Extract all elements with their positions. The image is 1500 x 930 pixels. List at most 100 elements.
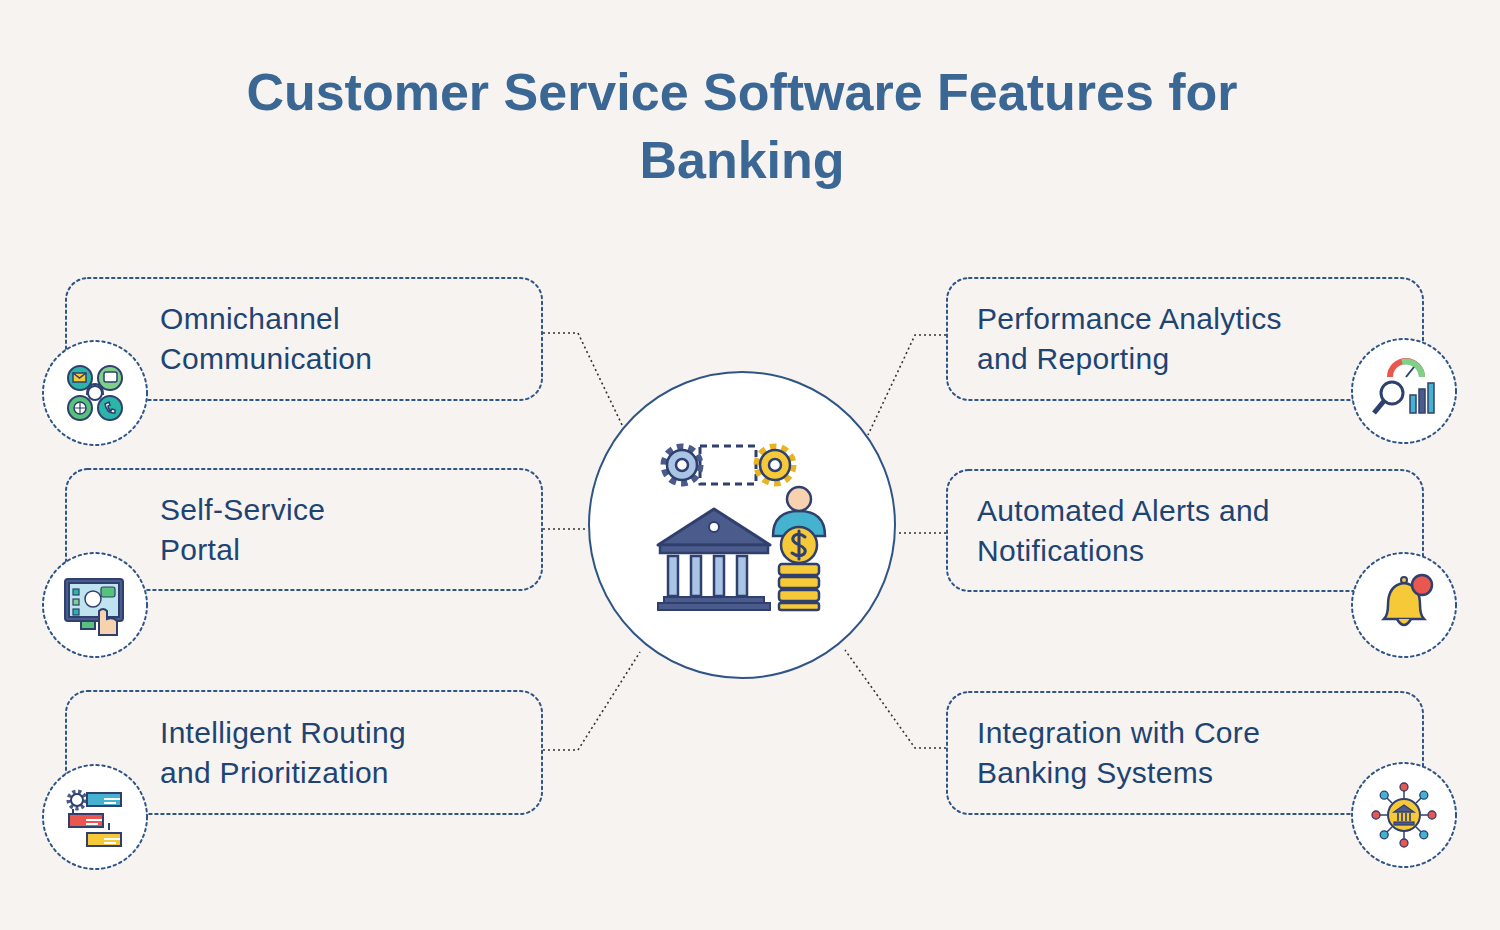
center-illustration <box>589 372 895 678</box>
leader-line <box>543 652 640 750</box>
feature-box: Omnichannel Communication <box>65 277 543 401</box>
icon-part <box>1352 553 1456 657</box>
icon-part <box>73 373 86 378</box>
icon-part <box>69 792 85 808</box>
icon-part <box>73 809 109 830</box>
icon-part <box>1400 783 1408 791</box>
icon-part <box>779 603 819 610</box>
icon-part <box>73 373 86 382</box>
icon-part <box>665 448 699 482</box>
icon-part <box>1428 383 1434 413</box>
leader-line <box>868 335 946 435</box>
icon-part <box>1381 382 1403 404</box>
icon-badge <box>1352 763 1456 867</box>
icon-part <box>74 402 86 414</box>
feature-label: Intelligent Routing and Prioritization <box>160 713 440 793</box>
icon-part <box>87 384 103 395</box>
icon-part <box>714 556 724 596</box>
icon-part <box>85 591 101 607</box>
leader-line <box>896 532 946 534</box>
icon-part <box>760 450 790 480</box>
box-outline <box>947 470 1423 591</box>
icon-part <box>660 545 768 553</box>
icon-part <box>65 579 123 621</box>
diagram-title: Customer Service Software Features for B… <box>212 58 1272 194</box>
box-outline <box>947 278 1423 400</box>
icon-part <box>1388 799 1420 831</box>
feature-label: Self-Service Portal <box>160 490 380 570</box>
icon-part <box>779 564 819 575</box>
icon-part <box>1419 389 1425 413</box>
icon-part <box>676 459 688 471</box>
icon-part <box>87 793 121 806</box>
icon-part <box>101 587 115 597</box>
icon-part <box>658 603 770 610</box>
icon-part <box>71 794 83 806</box>
icon-part <box>1372 811 1380 819</box>
icon-part <box>104 372 117 382</box>
icon-part <box>87 833 121 846</box>
icon-part <box>1380 831 1388 839</box>
feature-box: Performance Analytics and Reporting <box>946 277 1424 401</box>
icon-part <box>792 531 805 559</box>
feature-label: Omnichannel Communication <box>160 299 460 379</box>
icon-part <box>1394 822 1414 825</box>
icon-part <box>1420 791 1428 799</box>
icon-part <box>73 599 79 605</box>
icon-badge <box>1352 553 1456 657</box>
icon-part <box>1412 575 1432 595</box>
icon-badge <box>1352 339 1456 443</box>
icon-part <box>1390 361 1422 377</box>
icon-part <box>1398 813 1410 821</box>
icon-part <box>81 621 95 629</box>
leader-lines <box>543 333 946 750</box>
icon-part <box>1400 839 1408 847</box>
icon-badge <box>43 341 147 445</box>
icon-part <box>99 609 117 635</box>
icon-part <box>1380 791 1388 799</box>
icon-part <box>667 450 697 480</box>
icon-part <box>589 372 895 678</box>
icon-part <box>104 799 120 803</box>
icon-part <box>758 448 792 482</box>
icon-part <box>69 814 103 827</box>
icon-part <box>88 386 102 400</box>
icon-part <box>668 556 678 596</box>
box-outline <box>66 469 542 590</box>
feature-label: Integration with Core Banking Systems <box>977 713 1317 793</box>
icon-part <box>1410 395 1416 413</box>
icon-part <box>69 583 119 617</box>
icon-part <box>787 487 811 511</box>
leader-line <box>543 528 588 530</box>
icon-part <box>73 589 79 595</box>
icon-part <box>1397 619 1411 625</box>
icon-part <box>779 577 819 588</box>
icon-part <box>98 396 122 420</box>
icon-part <box>1420 831 1428 839</box>
icon-part <box>1428 811 1436 819</box>
icon-part <box>1352 339 1456 443</box>
icon-part <box>43 341 147 445</box>
icon-part <box>658 509 770 545</box>
icon-part <box>691 556 701 596</box>
feature-box: Intelligent Routing and Prioritization <box>65 690 543 815</box>
icon-part <box>73 609 79 615</box>
icon-part <box>709 522 719 532</box>
icon-part <box>700 446 756 484</box>
icon-part <box>1352 763 1456 867</box>
icon-part <box>74 402 86 414</box>
icon-part <box>43 765 147 869</box>
icon-badge <box>43 553 147 657</box>
icon-part <box>737 556 747 596</box>
icon-part <box>86 820 102 824</box>
feature-box: Self-Service Portal <box>65 468 543 591</box>
icon-part <box>781 527 817 563</box>
icon-part <box>104 839 120 843</box>
feature-box: Automated Alerts and Notifications <box>946 469 1424 592</box>
feature-label: Performance Analytics and Reporting <box>977 299 1317 379</box>
icon-part <box>769 459 781 471</box>
icon-part <box>68 396 92 420</box>
leader-line <box>543 333 622 425</box>
icon-part <box>1401 577 1407 583</box>
box-outlines <box>66 278 1423 814</box>
